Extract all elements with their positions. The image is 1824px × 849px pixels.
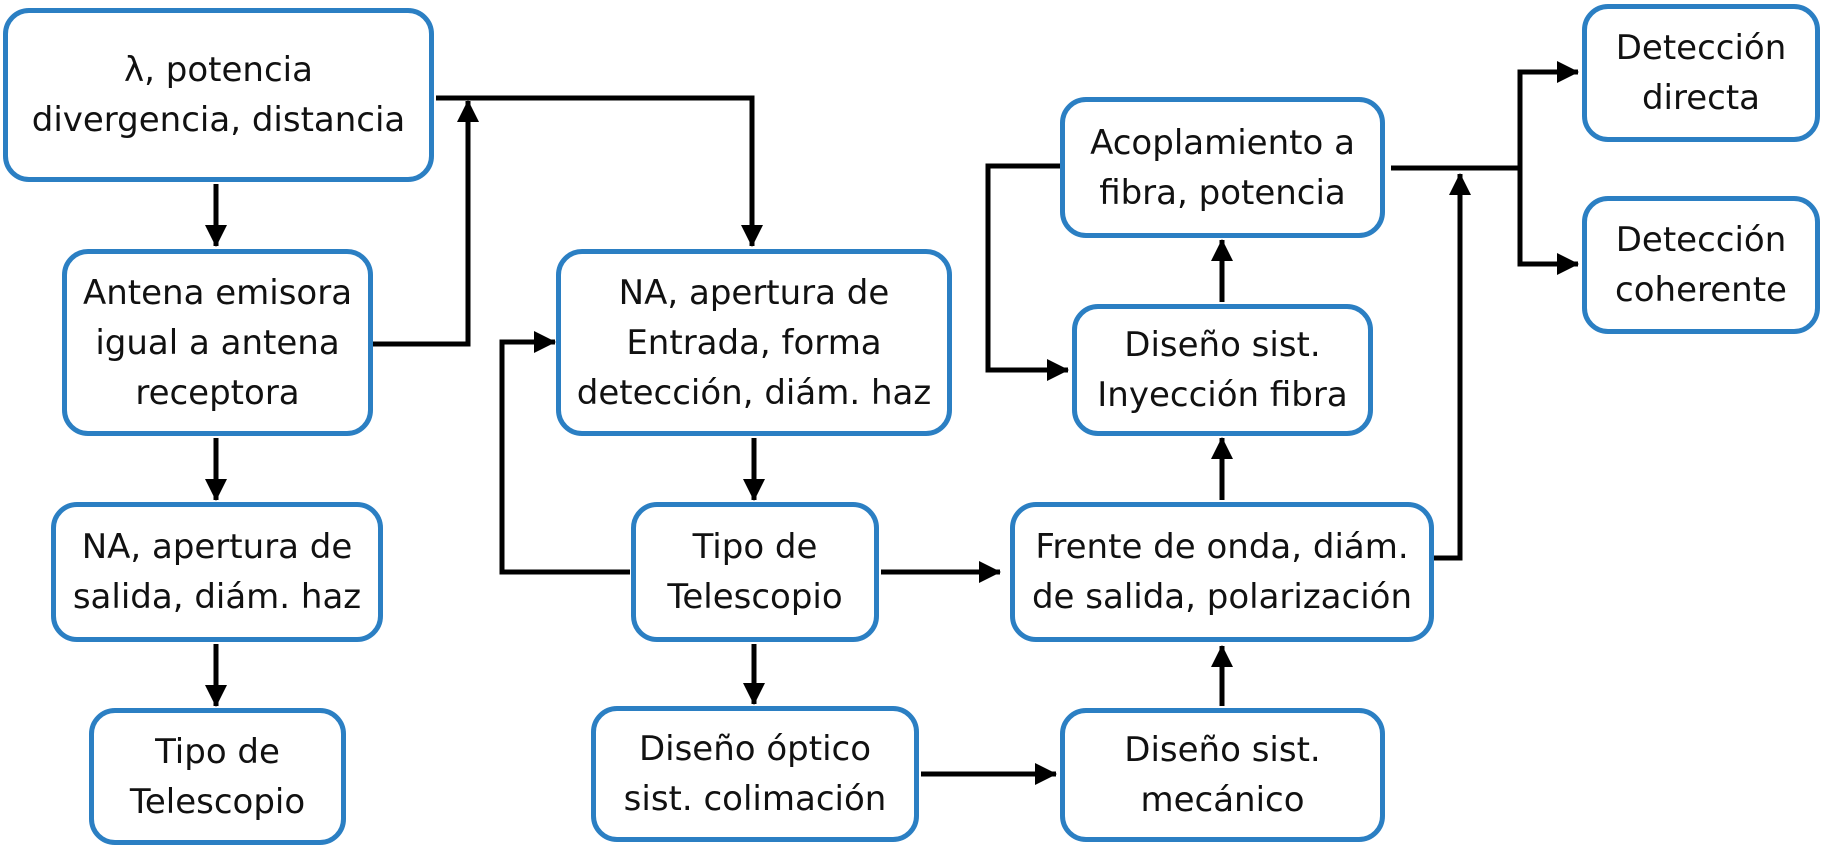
node-label: Diseño sist. mecánico	[1124, 730, 1321, 820]
node-wavefront-polarization: Frente de onda, diám. de salida, polariz…	[1010, 502, 1434, 642]
arrow-n8-to-n9	[985, 163, 1069, 381]
node-label: Acoplamiento a fibra, potencia	[1090, 122, 1355, 213]
node-label: Detección coherente	[1615, 220, 1787, 310]
node-label: Tipo de Telescopio	[667, 527, 843, 617]
node-label: Detección directa	[1615, 28, 1787, 118]
node-na-input-aperture: NA, apertura de Entrada, forma detección…	[556, 249, 952, 436]
node-label: Diseño sist. Inyección fibra	[1097, 325, 1348, 415]
arrow-n1-to-n5	[436, 95, 763, 247]
node-label: Tipo de Telescopio	[129, 731, 306, 822]
node-fiber-coupling-power: Acoplamiento a fibra, potencia	[1060, 97, 1385, 238]
node-label: Diseño óptico sist. colimación	[623, 729, 887, 819]
node-label: λ, potencia divergencia, distancia	[31, 50, 406, 140]
node-na-output-aperture: NA, apertura de salida, diám. haz	[51, 502, 383, 642]
node-optical-collimation-design: Diseño óptico sist. colimación	[591, 706, 919, 842]
node-direct-detection: Detección directa	[1582, 4, 1820, 142]
node-coherent-detection: Detección coherente	[1582, 196, 1820, 334]
arrow-n8-to-n12	[1391, 61, 1579, 171]
node-fiber-injection-design: Diseño sist. Inyección fibra	[1072, 304, 1373, 436]
node-telescope-type-left: Tipo de Telescopio	[89, 708, 346, 845]
node-mechanical-design: Diseño sist. mecánico	[1060, 708, 1385, 842]
node-label: Antena emisora igual a antena receptora	[82, 272, 353, 413]
node-label: NA, apertura de Entrada, forma detección…	[576, 272, 932, 413]
arrow-n2-to-n1	[372, 100, 479, 347]
arrow-n10-to-output	[1434, 173, 1471, 561]
arrow-n8-to-n13	[1517, 168, 1579, 275]
node-label: NA, apertura de salida, diám. haz	[72, 527, 362, 617]
node-telescope-type-center: Tipo de Telescopio	[631, 502, 879, 642]
node-emitter-antenna: Antena emisora igual a antena receptora	[62, 249, 373, 436]
node-label: Frente de onda, diám. de salida, polariz…	[1031, 527, 1413, 617]
node-wavelength-power-divergence-distance: λ, potencia divergencia, distancia	[3, 8, 434, 182]
arrow-n6-to-n5	[499, 331, 630, 575]
